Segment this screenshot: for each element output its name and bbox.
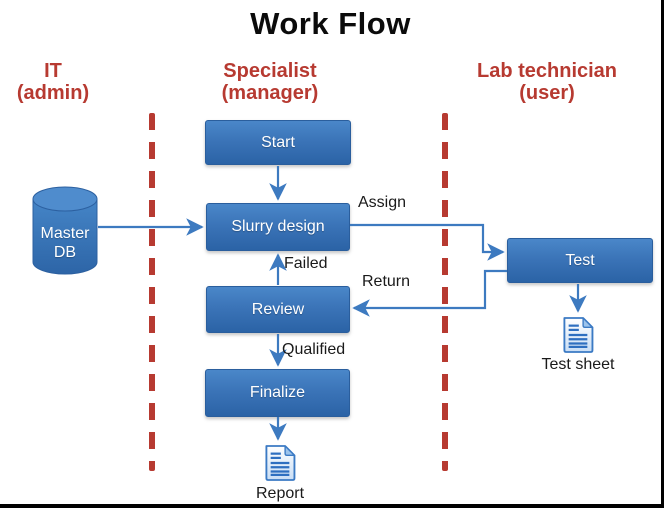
node-review: Review — [206, 286, 350, 333]
master-db-label-line1: Master — [40, 225, 90, 242]
node-start: Start — [205, 120, 351, 165]
master-db-label: Master DB — [32, 224, 98, 262]
node-slurry-design-label: Slurry design — [231, 218, 325, 235]
lane-header-lab-technician-line1: Lab technician — [476, 60, 618, 82]
node-finalize: Finalize — [205, 369, 350, 417]
node-finalize-label: Finalize — [249, 384, 306, 401]
lane-header-specialist: Specialist (manager) — [195, 60, 345, 104]
node-test: Test — [507, 238, 653, 283]
edge-assign-slurry-to-test — [350, 223, 505, 261]
edge-label-return: Return — [362, 273, 411, 290]
node-test-label: Test — [565, 251, 595, 269]
edge-label-qualified: Qualified — [282, 341, 346, 358]
database-cylinder-icon — [32, 186, 98, 275]
lane-header-specialist-line1: Specialist — [223, 60, 317, 82]
lane-header-it: IT (admin) — [6, 60, 100, 104]
lane-divider-left — [149, 113, 155, 471]
lane-header-lab-technician: Lab technician (user) — [457, 60, 637, 104]
node-start-label: Start — [261, 133, 295, 151]
node-slurry-design: Slurry design — [206, 203, 350, 251]
report-label: Report — [255, 485, 305, 502]
edge-label-assign: Assign — [358, 194, 407, 211]
lane-divider-right — [442, 113, 448, 471]
page-title: Work Flow — [250, 6, 411, 41]
lane-header-it-line1: IT — [44, 60, 62, 82]
report-document-icon — [265, 445, 296, 481]
lane-header-specialist-line2: (manager) — [221, 82, 319, 104]
test-sheet-label: Test sheet — [541, 356, 615, 373]
test-sheet-document-icon — [563, 317, 594, 353]
lane-header-it-line2: (admin) — [16, 82, 90, 104]
lane-header-lab-technician-line2: (user) — [519, 82, 575, 104]
node-review-label: Review — [251, 300, 305, 318]
master-db-label-line2: DB — [53, 244, 77, 261]
edge-label-failed: Failed — [284, 255, 328, 272]
